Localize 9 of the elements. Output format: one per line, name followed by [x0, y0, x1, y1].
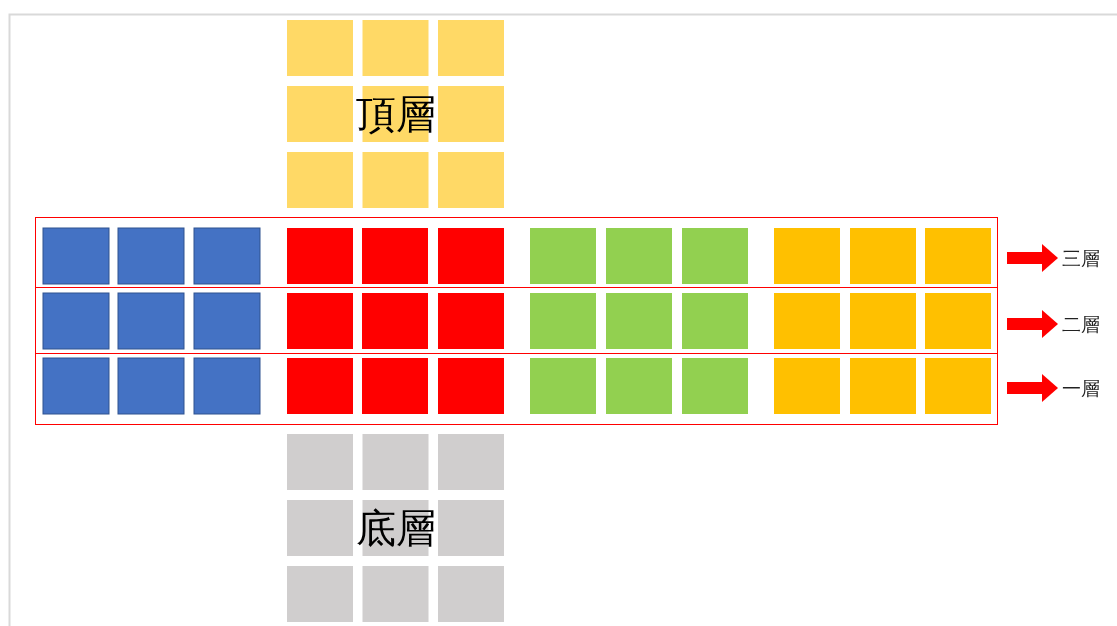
layer-band: [35, 353, 998, 425]
face-label: 底層: [355, 508, 436, 548]
layer-band: [35, 217, 998, 288]
arrow: [1007, 244, 1058, 272]
arrow: [1007, 374, 1058, 402]
layer-label: 一層: [1062, 378, 1100, 398]
arrow: [1007, 310, 1058, 338]
layer-label: 二層: [1062, 314, 1100, 334]
layer-label: 三層: [1062, 248, 1100, 268]
